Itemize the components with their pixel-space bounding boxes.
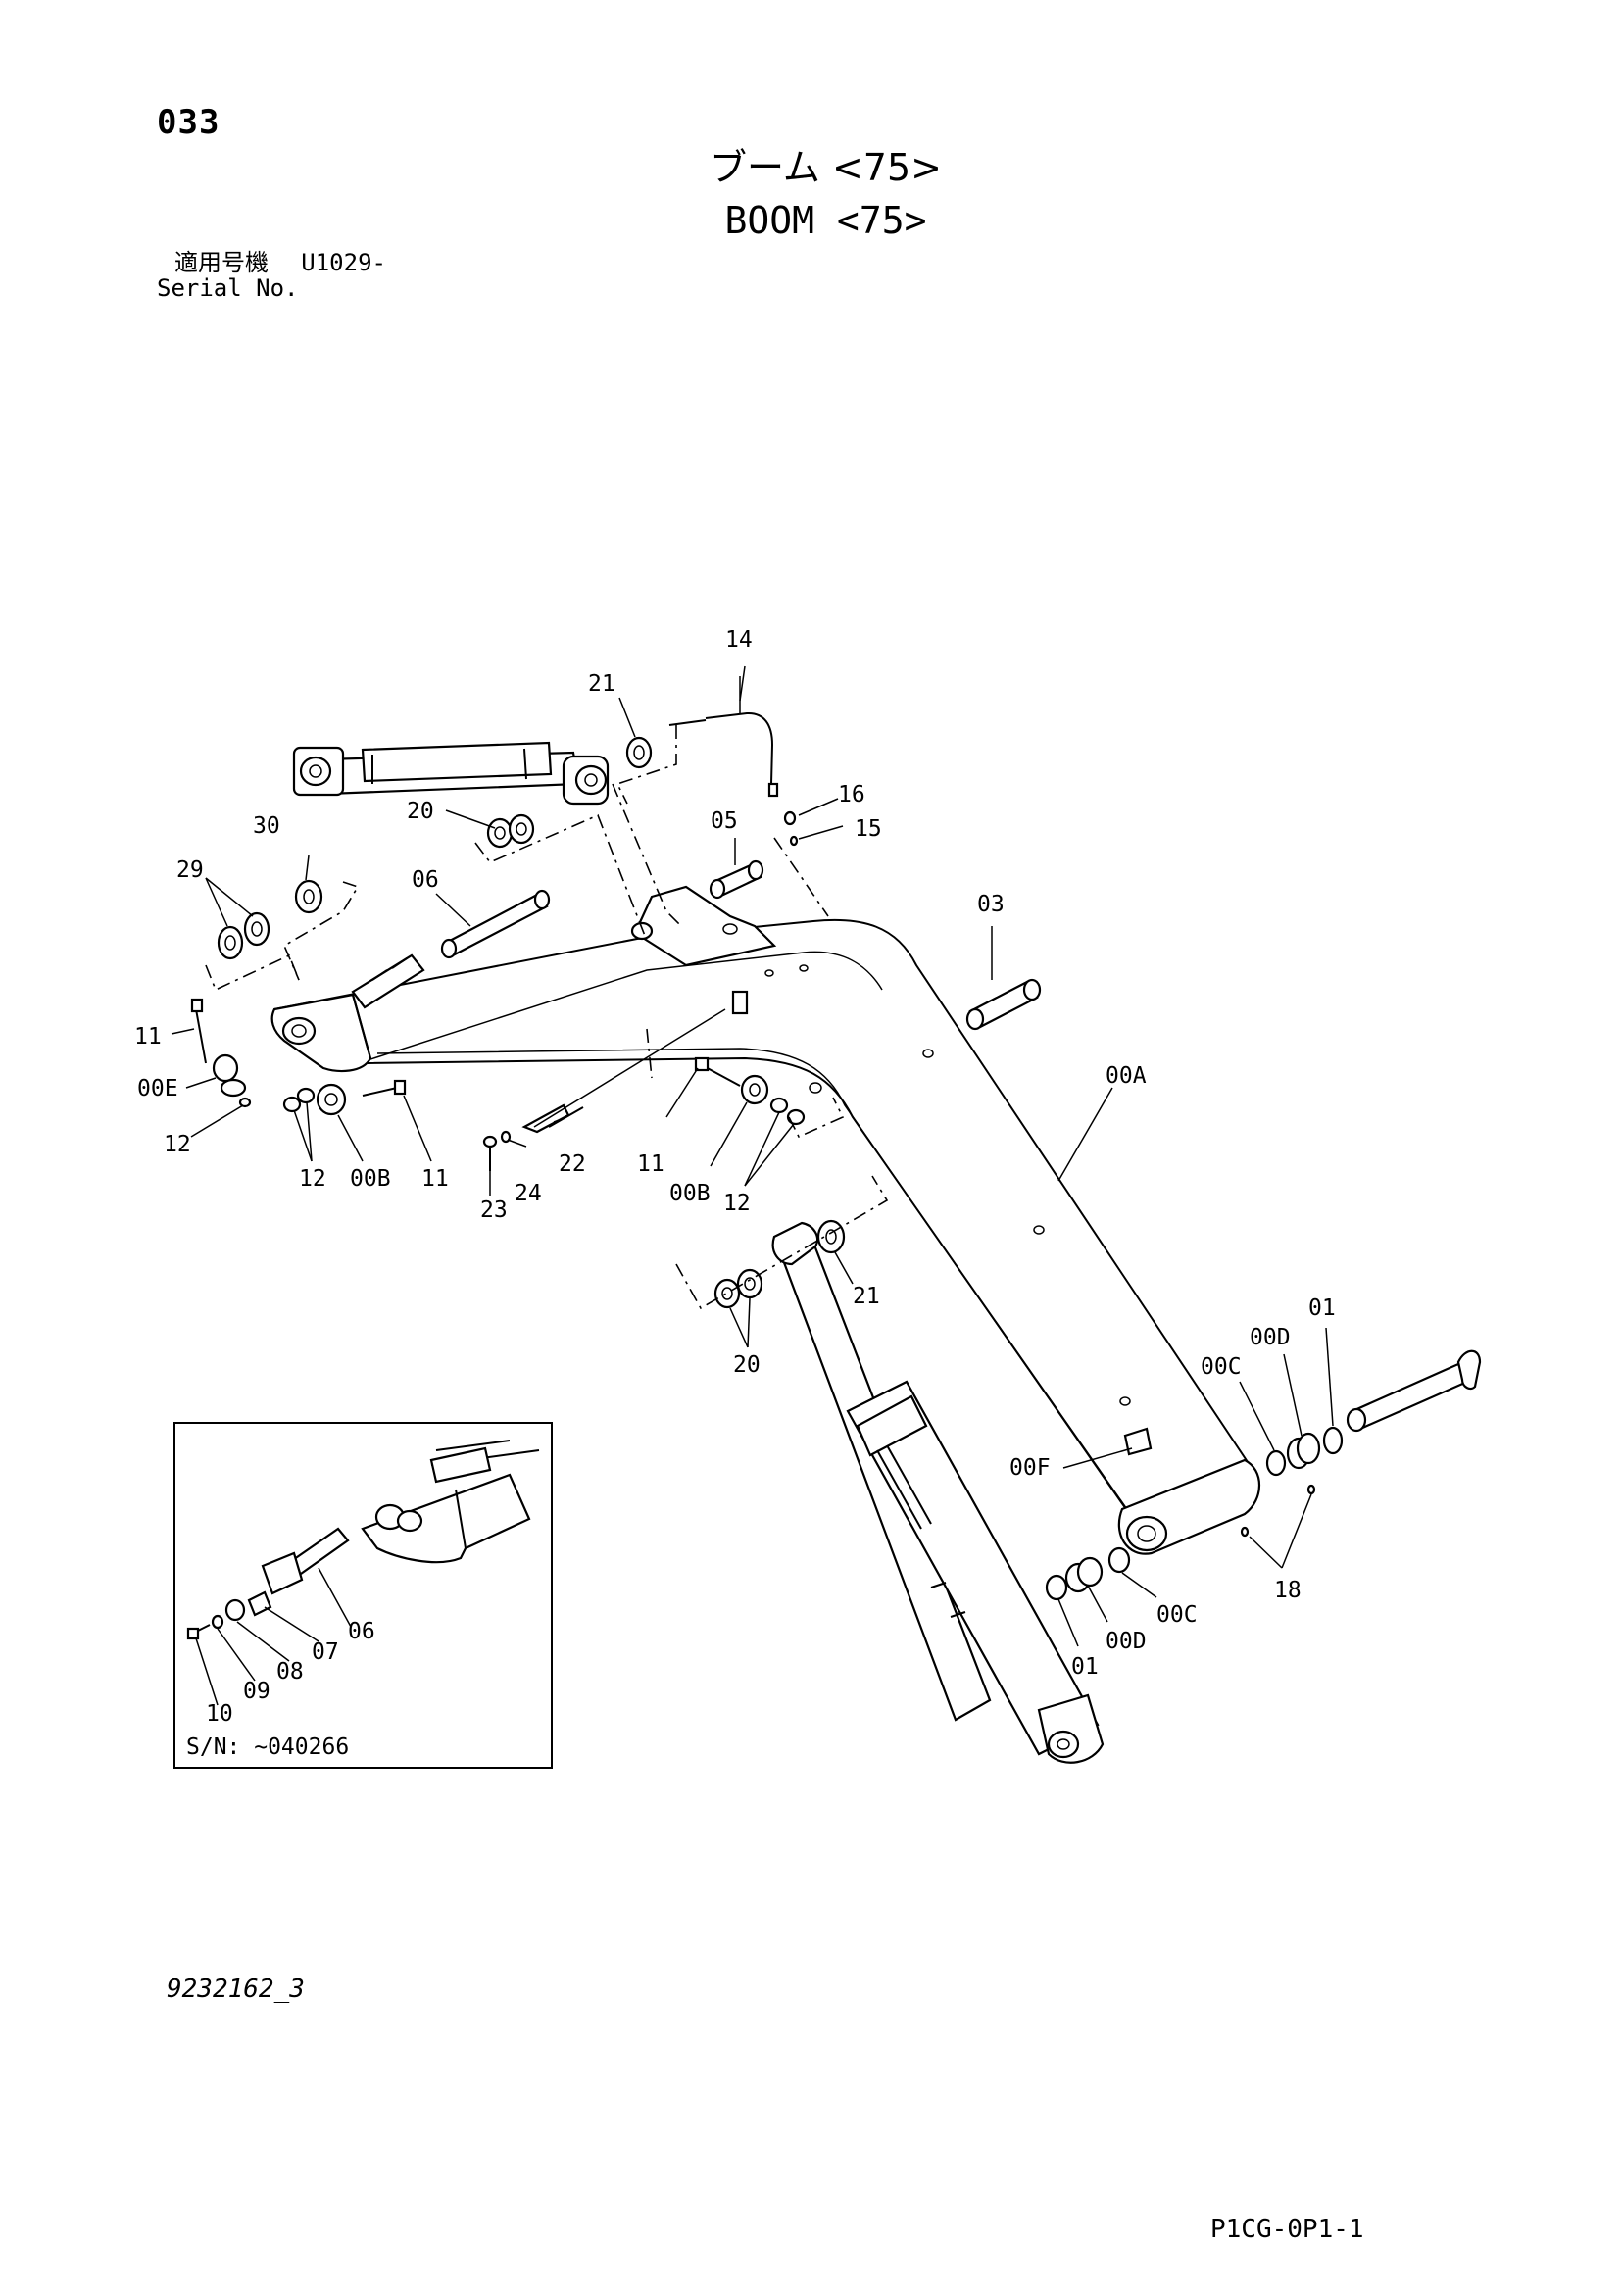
- nuts-12-mid: [282, 1087, 316, 1113]
- bushing-00E: [212, 1053, 247, 1098]
- callout-05: 05: [711, 808, 738, 834]
- washer-21-top: [625, 736, 653, 769]
- callout-06-inset: 06: [348, 1619, 375, 1644]
- fitting-15: [789, 835, 799, 847]
- callout-15: 15: [855, 816, 882, 842]
- callout-21-top: 21: [588, 671, 615, 697]
- boom-main-body: [273, 918, 1260, 1555]
- grease-fitting-16: [783, 810, 797, 826]
- pin-05: [709, 859, 764, 900]
- callout-29: 29: [176, 857, 204, 883]
- clamp-22: [521, 1103, 584, 1134]
- boom-cylinder: [771, 1221, 1105, 1764]
- ring-01-lower: [1045, 1574, 1068, 1601]
- pin-18a: [1306, 1484, 1316, 1495]
- bolt-11-left: [190, 998, 207, 1064]
- callout-00C-right: 00C: [1201, 1354, 1242, 1380]
- callout-11-left: 11: [134, 1024, 162, 1050]
- nut-12-left: [238, 1097, 252, 1108]
- boom-foot: [270, 953, 425, 1073]
- callout-30: 30: [253, 813, 280, 839]
- callout-16: 16: [838, 782, 865, 807]
- serial-number-label: Serial No.: [157, 274, 299, 302]
- applicable-model-line: 適用号機 U1029-: [174, 251, 386, 274]
- page-title-english: BOOM <75>: [724, 199, 927, 242]
- callout-leaders: [171, 665, 1334, 1647]
- washers-20-lower: [713, 1268, 763, 1309]
- pin-03: [965, 978, 1042, 1031]
- inset-detail-box: 06 07 08 09 10 S/N: ~040266: [173, 1422, 553, 1769]
- washer-21-lower: [816, 1219, 846, 1254]
- washer-30: [294, 879, 323, 914]
- document-code: 9232162_3: [167, 1975, 305, 2004]
- ring-00C-lower: [1107, 1546, 1131, 1574]
- arm-cylinder-top: [292, 741, 610, 806]
- callout-00D-lower: 00D: [1106, 1629, 1147, 1654]
- callout-21-lower: 21: [853, 1284, 880, 1309]
- callout-01-lower: 01: [1071, 1654, 1099, 1680]
- callout-03: 03: [977, 892, 1005, 917]
- ring-00C-right: [1265, 1449, 1287, 1477]
- boom-cylinder-bracket: [630, 885, 777, 967]
- pin-18b: [1240, 1526, 1250, 1538]
- callout-23: 23: [480, 1197, 508, 1223]
- callout-labels: 14 21 16 15 05 20 30 29 06 03 00A 11 00E…: [134, 627, 1336, 1680]
- bushing-00D-lower: [1064, 1556, 1104, 1593]
- callout-12-left: 12: [164, 1132, 191, 1157]
- clamp-block: [731, 990, 749, 1015]
- bolt-11-mid: [362, 1079, 407, 1097]
- callout-12-mid: 12: [299, 1166, 326, 1192]
- pin-06: [440, 889, 551, 959]
- washer-24: [500, 1130, 512, 1144]
- washers-20-top: [486, 813, 535, 849]
- callout-00B-center: 00B: [669, 1181, 711, 1206]
- callout-07: 07: [312, 1639, 339, 1665]
- bushing-00B-left: [316, 1083, 347, 1116]
- washers-29: [217, 911, 270, 960]
- callout-00F: 00F: [1009, 1455, 1051, 1481]
- callout-20-top: 20: [407, 799, 434, 824]
- callout-00D-right: 00D: [1250, 1325, 1291, 1350]
- applicable-serial-value: U1029-: [301, 249, 386, 276]
- callout-11-mid: 11: [421, 1166, 449, 1192]
- callout-08: 08: [276, 1659, 304, 1685]
- pin-01: [1346, 1349, 1482, 1433]
- bushing-00B-center: [740, 1074, 769, 1105]
- callout-00E: 00E: [137, 1076, 178, 1101]
- leader-clamp: [533, 1008, 726, 1128]
- bolt-23: [482, 1135, 498, 1171]
- applicable-model-label: 適用号機: [174, 249, 269, 276]
- callout-11-center: 11: [637, 1151, 664, 1177]
- page-title-japanese: ブーム <75>: [710, 146, 942, 189]
- bushing-00D-right: [1286, 1432, 1321, 1470]
- callout-20-lower: 20: [733, 1352, 761, 1378]
- inset-serial-note: S/N: ~040266: [186, 1734, 349, 1760]
- assembly-dashed-lines: [205, 783, 889, 1310]
- callout-12-center: 12: [723, 1191, 751, 1216]
- footer-code: P1CG-0P1-1: [1210, 2215, 1364, 2244]
- callout-24: 24: [515, 1181, 542, 1206]
- bolt-11-center: [694, 1056, 741, 1087]
- ring-01-right: [1322, 1426, 1344, 1455]
- callout-00A: 00A: [1106, 1063, 1147, 1089]
- callout-06-main: 06: [412, 867, 439, 893]
- callout-00C-lower: 00C: [1156, 1602, 1198, 1628]
- page-number: 033: [157, 103, 221, 142]
- callout-14: 14: [725, 627, 753, 653]
- callout-18: 18: [1274, 1578, 1302, 1603]
- grease-hose-14: [615, 676, 779, 805]
- callout-10: 10: [206, 1701, 233, 1727]
- callout-22: 22: [559, 1151, 586, 1177]
- callout-09: 09: [243, 1679, 270, 1704]
- callout-00B-left: 00B: [350, 1166, 391, 1192]
- callout-01-right: 01: [1308, 1295, 1336, 1321]
